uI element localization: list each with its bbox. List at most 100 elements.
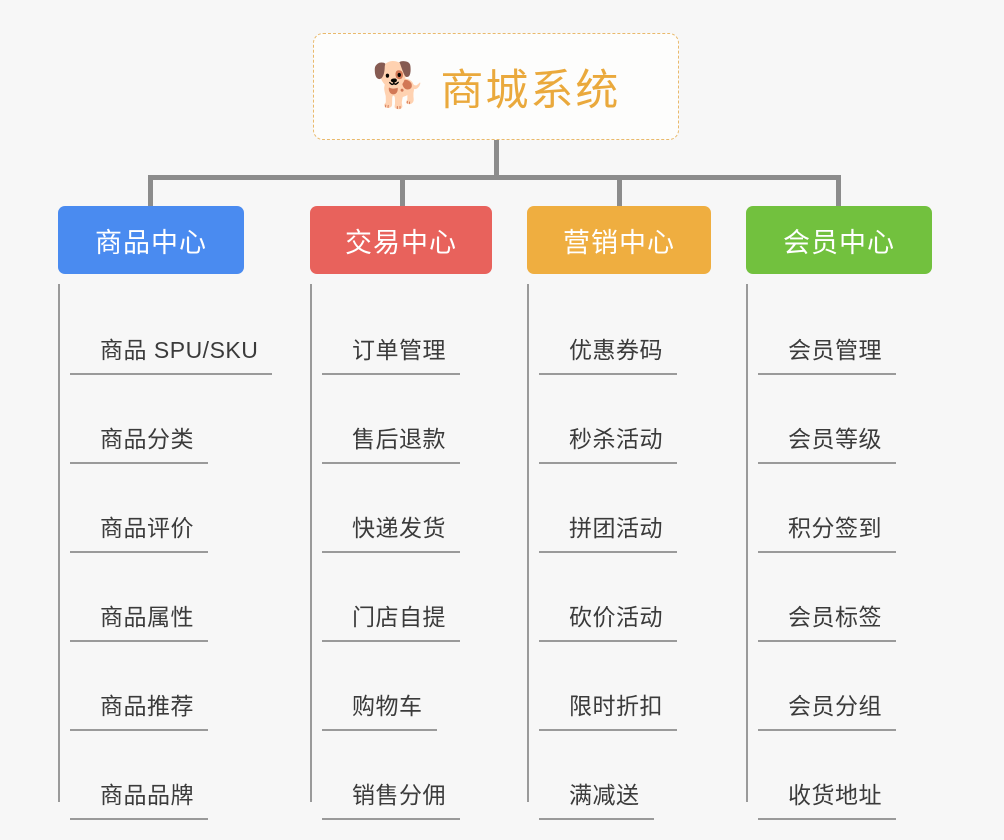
connector-drop-1 [148, 175, 153, 211]
leaf-underline [70, 818, 208, 820]
leaf-label: 售后退款 [352, 426, 446, 452]
leaf-list-transaction-center: 订单管理 售后退款 快递发货 门店自提 购物车 销售分佣 [310, 284, 492, 820]
leaf-underline [322, 640, 460, 642]
branch-header-transaction-center[interactable]: 交易中心 [310, 206, 492, 274]
shiba-dog-emoji-icon: 🐕 [371, 60, 427, 110]
leaf-underline [70, 551, 208, 553]
leaf-label: 积分签到 [788, 515, 882, 541]
leaf-underline [758, 373, 896, 375]
leaf-item[interactable]: 销售分佣 [322, 731, 492, 820]
leaf-label: 销售分佣 [352, 782, 446, 808]
connector-root-stem [494, 140, 499, 178]
root-node[interactable]: 🐕 商城系统 [313, 33, 679, 140]
leaf-spine [58, 284, 60, 802]
leaf-label: 拼团活动 [569, 515, 663, 541]
leaf-label: 商品 SPU/SKU [100, 337, 259, 363]
connector-horizontal-bus [148, 175, 840, 180]
leaf-item[interactable]: 商品属性 [70, 553, 244, 642]
branch-header-label: 会员中心 [783, 227, 895, 258]
leaf-item[interactable]: 商品 SPU/SKU [70, 286, 272, 375]
connector-drop-4 [836, 175, 841, 211]
leaf-underline [539, 729, 677, 731]
leaf-underline [539, 373, 677, 375]
connector-drop-2 [400, 175, 405, 211]
branch-marketing-center: 营销中心 优惠券码 秒杀活动 拼团活动 砍价活动 限时折扣 [527, 206, 711, 820]
leaf-underline [758, 551, 896, 553]
leaf-item[interactable]: 积分签到 [758, 464, 932, 553]
leaf-item[interactable]: 秒杀活动 [539, 375, 711, 464]
leaf-label: 订单管理 [352, 337, 446, 363]
leaf-label: 限时折扣 [569, 693, 663, 719]
leaf-underline [70, 640, 208, 642]
leaf-label: 购物车 [352, 693, 423, 719]
leaf-label: 收货地址 [788, 782, 882, 808]
leaf-label: 商品分类 [100, 426, 194, 452]
leaf-item[interactable]: 优惠券码 [539, 286, 711, 375]
leaf-underline [758, 640, 896, 642]
leaf-underline [539, 551, 677, 553]
leaf-underline [322, 818, 460, 820]
leaf-underline [322, 462, 460, 464]
leaf-label: 会员分组 [788, 693, 882, 719]
leaf-label: 商品推荐 [100, 693, 194, 719]
leaf-item[interactable]: 购物车 [322, 642, 492, 731]
branch-header-marketing-center[interactable]: 营销中心 [527, 206, 711, 274]
leaf-underline [322, 373, 460, 375]
leaf-item[interactable]: 商品品牌 [70, 731, 244, 820]
branch-header-product-center[interactable]: 商品中心 [58, 206, 244, 274]
leaf-label: 商品评价 [100, 515, 194, 541]
leaf-item[interactable]: 满减送 [539, 731, 711, 820]
leaf-item[interactable]: 商品分类 [70, 375, 244, 464]
leaf-item[interactable]: 会员标签 [758, 553, 932, 642]
leaf-underline [539, 462, 677, 464]
leaf-underline [758, 729, 896, 731]
leaf-item[interactable]: 商品评价 [70, 464, 244, 553]
leaf-label: 快递发货 [352, 515, 446, 541]
leaf-item[interactable]: 砍价活动 [539, 553, 711, 642]
branch-product-center: 商品中心 商品 SPU/SKU 商品分类 商品评价 商品属性 商品推荐 [58, 206, 272, 820]
leaf-label: 优惠券码 [569, 337, 663, 363]
leaf-underline [322, 551, 460, 553]
leaf-item[interactable]: 收货地址 [758, 731, 932, 820]
branch-header-member-center[interactable]: 会员中心 [746, 206, 932, 274]
branch-header-label: 营销中心 [563, 227, 675, 258]
leaf-spine [527, 284, 529, 802]
leaf-label: 会员管理 [788, 337, 882, 363]
branch-header-label: 商品中心 [95, 227, 207, 258]
leaf-item[interactable]: 会员等级 [758, 375, 932, 464]
leaf-label: 商品品牌 [100, 782, 194, 808]
leaf-spine [310, 284, 312, 802]
leaf-item[interactable]: 商品推荐 [70, 642, 244, 731]
connector-drop-3 [617, 175, 622, 211]
leaf-item[interactable]: 拼团活动 [539, 464, 711, 553]
leaf-item[interactable]: 会员分组 [758, 642, 932, 731]
leaf-underline [758, 818, 896, 820]
leaf-item[interactable]: 快递发货 [322, 464, 492, 553]
leaf-list-product-center: 商品 SPU/SKU 商品分类 商品评价 商品属性 商品推荐 商品品牌 [58, 284, 272, 820]
branch-header-label: 交易中心 [345, 227, 457, 258]
leaf-underline [758, 462, 896, 464]
leaf-item[interactable]: 限时折扣 [539, 642, 711, 731]
leaf-label: 商品属性 [100, 604, 194, 630]
leaf-underline [70, 729, 208, 731]
branch-transaction-center: 交易中心 订单管理 售后退款 快递发货 门店自提 购物车 [310, 206, 492, 820]
leaf-label: 秒杀活动 [569, 426, 663, 452]
leaf-label: 砍价活动 [569, 604, 663, 630]
branch-member-center: 会员中心 会员管理 会员等级 积分签到 会员标签 会员分组 [746, 206, 932, 820]
leaf-underline [539, 818, 654, 820]
leaf-spine [746, 284, 748, 802]
leaf-item[interactable]: 订单管理 [322, 286, 492, 375]
root-title: 商城系统 [440, 66, 621, 115]
leaf-item[interactable]: 会员管理 [758, 286, 932, 375]
leaf-underline [539, 640, 677, 642]
leaf-label: 会员标签 [788, 604, 882, 630]
leaf-underline [322, 729, 437, 731]
leaf-underline [70, 462, 208, 464]
leaf-label: 满减送 [569, 782, 640, 808]
leaf-item[interactable]: 门店自提 [322, 553, 492, 642]
leaf-item[interactable]: 售后退款 [322, 375, 492, 464]
leaf-list-marketing-center: 优惠券码 秒杀活动 拼团活动 砍价活动 限时折扣 满减送 [527, 284, 711, 820]
leaf-label: 会员等级 [788, 426, 882, 452]
leaf-underline [70, 373, 272, 375]
